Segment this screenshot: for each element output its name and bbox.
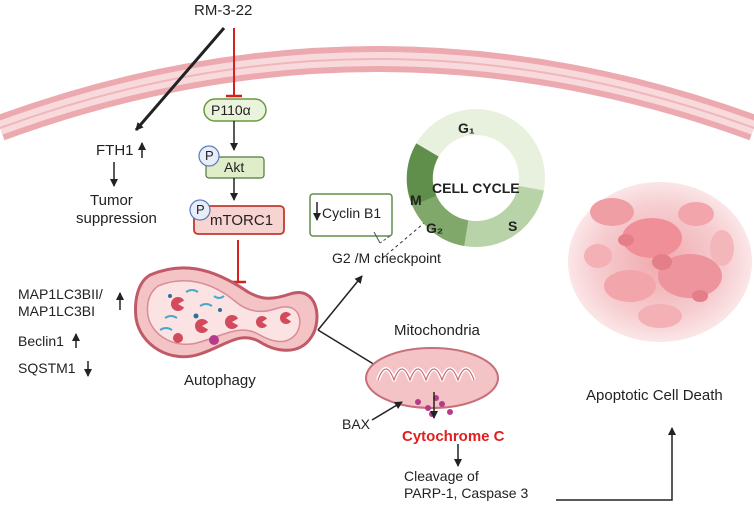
drug-to-fth1-arrow [134, 27, 226, 131]
phospho-akt-circle [198, 145, 220, 167]
cytochrome-label: Cytochrome C [402, 428, 505, 445]
suppression-label: suppression [76, 210, 157, 227]
p110-label: P110α [211, 102, 251, 118]
apoptotic-cell [568, 182, 752, 342]
apoptosis-connector [556, 427, 676, 501]
cell-cycle-title: CELL CYCLE [432, 180, 520, 196]
autophagosome [134, 266, 319, 359]
phospho-mtor-label: P [196, 202, 205, 217]
g1-label: G₁ [458, 120, 475, 136]
drug-label: RM-3-22 [194, 2, 253, 19]
phospho-mtor-circle [189, 199, 211, 221]
lc3-label-line2: MAP1LC3BI [18, 303, 96, 319]
m-label: M [410, 192, 422, 208]
akt-box [205, 156, 265, 179]
cell-cycle-ring [406, 109, 545, 248]
cleavage-line2: PARP-1, Caspase 3 [404, 485, 529, 501]
cyclin-box [309, 193, 393, 237]
bax-label: BAX [342, 416, 371, 432]
autophagy-label: Autophagy [184, 372, 256, 389]
mitochondrion [365, 347, 499, 417]
phospho-akt-label: P [205, 148, 214, 163]
akt-label: Akt [224, 159, 245, 175]
sqstm-label: SQSTM1 [18, 360, 76, 376]
cleavage-line1: Cleavage of [404, 468, 479, 484]
g2-label: G₂ [426, 220, 444, 236]
mtorc1-box [193, 205, 285, 235]
beclin-label: Beclin1 [18, 333, 64, 349]
lc3-label-line1: MAP1LC3BII/ [18, 286, 103, 302]
mtorc1-label: mTORC1 [210, 212, 274, 229]
mitochondria-label: Mitochondria [394, 322, 480, 339]
fth1-label: FTH1 [96, 142, 134, 159]
p110-box [203, 98, 267, 122]
s-label: S [508, 218, 518, 234]
checkpoint-connector [377, 217, 431, 263]
apoptosis-label: Apoptotic Cell Death [586, 387, 723, 404]
tumor-label: Tumor [90, 192, 133, 209]
checkpoint-label: G2 /M checkpoint [332, 250, 441, 266]
cyclin-label: Cyclin B1 [322, 205, 382, 221]
